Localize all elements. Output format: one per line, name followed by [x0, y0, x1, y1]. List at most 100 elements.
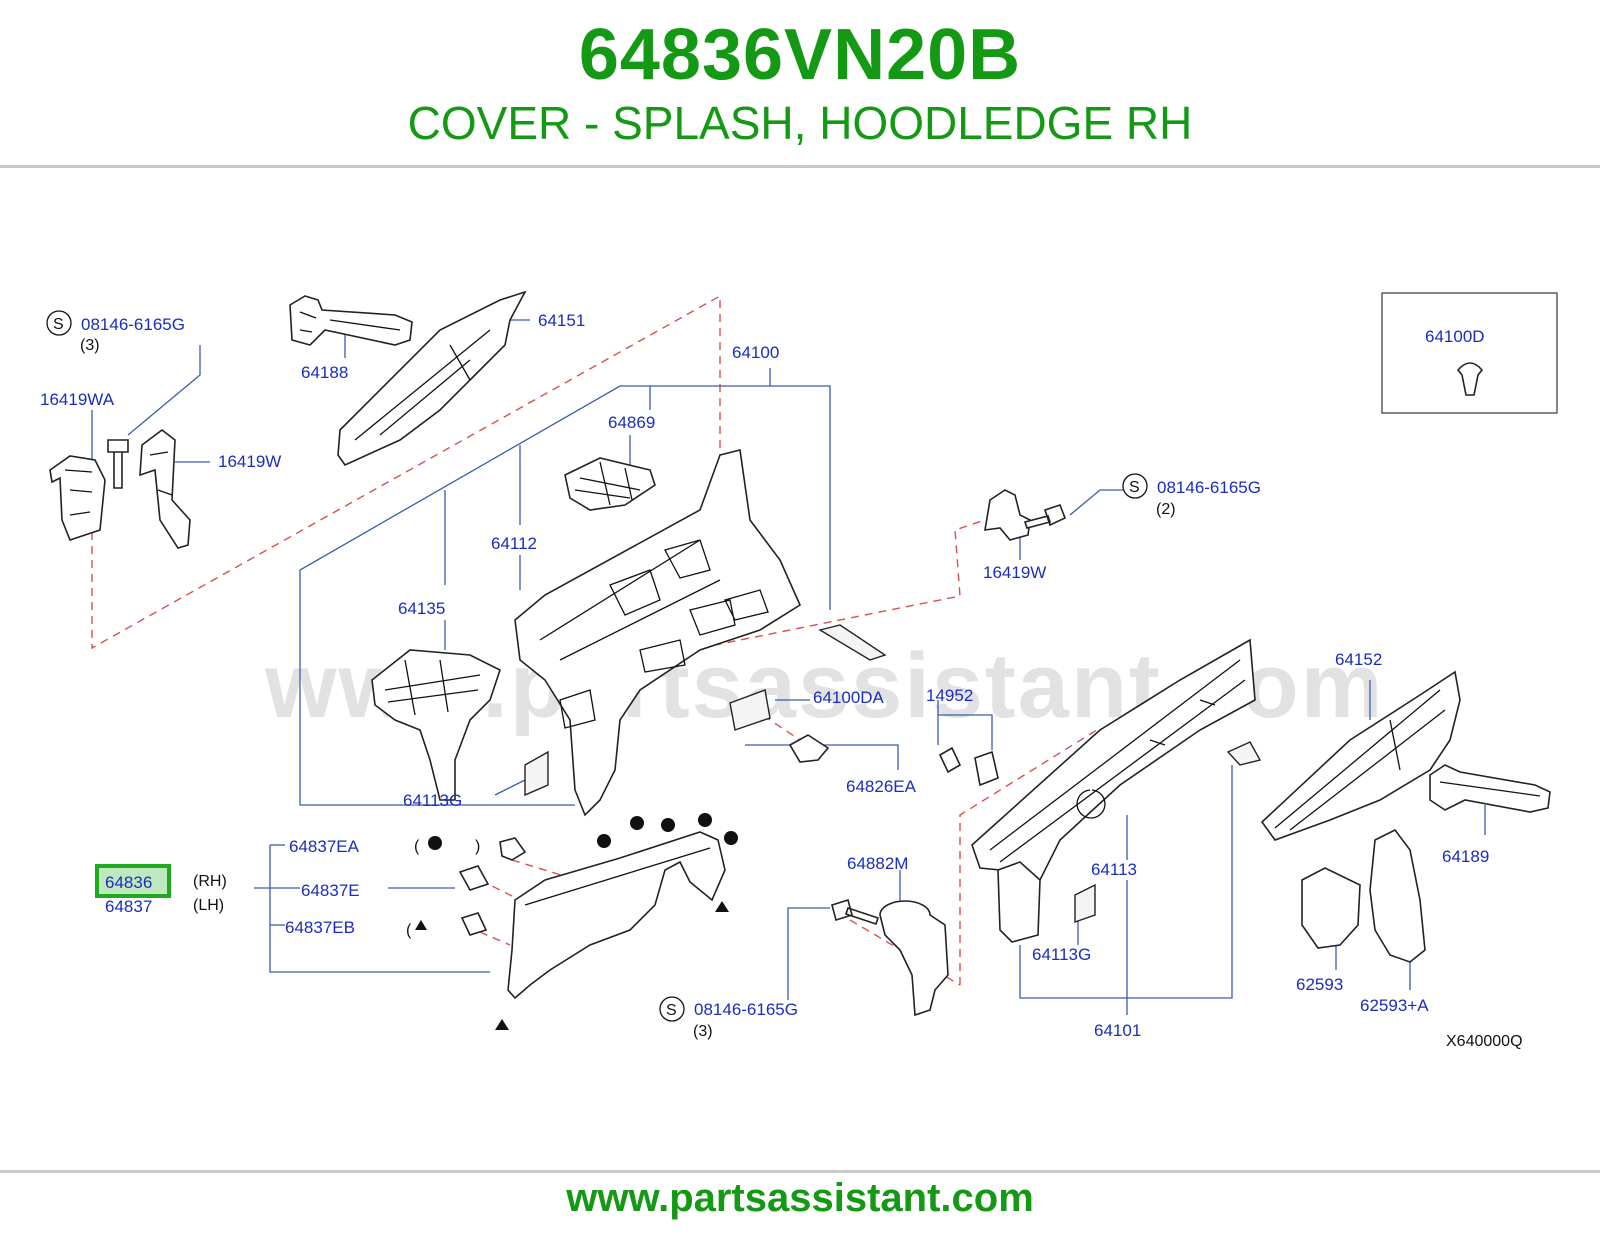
label-64152[interactable]: 64152 — [1335, 650, 1382, 669]
label-64101[interactable]: 64101 — [1094, 1021, 1141, 1040]
label-64836[interactable]: 64836 — [105, 873, 152, 892]
s-symbol-circle — [46, 310, 72, 336]
clip-64837EB[interactable] — [460, 912, 488, 936]
label-16419W-right[interactable]: 16419W — [983, 563, 1046, 582]
assembly-dash-line — [479, 931, 511, 946]
label-16419WA[interactable]: 16419WA — [40, 390, 115, 409]
label-64151[interactable]: 64151 — [538, 311, 585, 330]
part-64152-detail — [1274, 689, 1446, 831]
label-64100D[interactable]: 64100D — [1425, 327, 1485, 346]
clip-dot-marker — [698, 813, 712, 827]
clip-64837EA[interactable] — [499, 837, 527, 861]
part-62593A[interactable] — [1369, 828, 1426, 963]
bracket-64100 — [770, 385, 831, 610]
label-64188[interactable]: 64188 — [301, 363, 348, 382]
part-64100D[interactable] — [1456, 362, 1484, 396]
part-64135-detail — [384, 659, 481, 716]
part-64101[interactable] — [997, 861, 1041, 943]
part-64113[interactable] — [971, 638, 1256, 897]
part-64189-detail — [1439, 781, 1541, 797]
part-16419W-left[interactable] — [139, 428, 191, 549]
label-64837EA[interactable]: 64837EA — [289, 837, 360, 856]
part-64836-splash-cover[interactable] — [507, 831, 726, 1000]
label-64837[interactable]: 64837 — [105, 897, 152, 916]
label-64882M[interactable]: 64882M — [847, 854, 908, 873]
label-64837E[interactable]: 64837E — [301, 881, 360, 900]
part-62593[interactable] — [1301, 867, 1361, 949]
label-rh: (RH) — [193, 873, 227, 890]
assembly-dash-line — [699, 519, 986, 649]
s-symbol-circle — [659, 996, 685, 1022]
leader-line — [127, 345, 201, 436]
inset-box-64100D — [1381, 292, 1558, 414]
paren-close: ) — [475, 838, 480, 855]
bolt-08146-bottom[interactable] — [831, 898, 880, 926]
part-16419WA[interactable] — [49, 455, 106, 541]
part-16419W-left-detail — [149, 451, 173, 496]
leader-line — [494, 779, 526, 796]
part-64113G-right[interactable] — [1074, 883, 1096, 923]
part-64188[interactable] — [289, 295, 413, 346]
label-62593A[interactable]: 62593+A — [1360, 996, 1429, 1015]
s-symbol: S — [53, 316, 64, 333]
part-14952-b[interactable] — [974, 750, 999, 787]
part-64100DA[interactable] — [729, 689, 771, 731]
part-64135[interactable] — [371, 649, 501, 801]
part-64101-bracket[interactable] — [1226, 741, 1262, 766]
leader-line — [1069, 489, 1123, 516]
part-64826EA[interactable] — [788, 734, 830, 763]
clip-dot-marker — [661, 818, 675, 832]
leader-line — [787, 907, 830, 1000]
s-symbol: S — [1129, 479, 1140, 496]
label-08146-6165G-bottom[interactable]: 08146-6165G — [694, 1000, 798, 1019]
leader-line — [937, 700, 993, 750]
label-16419W-left[interactable]: 16419W — [218, 452, 281, 471]
part-description: COVER - SPLASH, HOODLEDGE RH — [407, 97, 1193, 149]
footer-url-link[interactable]: www.partsassistant.com — [566, 1176, 1034, 1220]
label-64100[interactable]: 64100 — [732, 343, 779, 362]
label-64113G-left[interactable]: 64113G — [403, 791, 462, 810]
triangle-marker — [495, 1019, 509, 1030]
label-64113[interactable]: 64113 — [1091, 860, 1137, 879]
bolt-08146-right[interactable] — [1023, 503, 1067, 529]
qty-08146-bottom: (3) — [693, 1023, 713, 1040]
part-number-title: 64836VN20B — [578, 15, 1022, 95]
part-64882M[interactable] — [879, 900, 949, 1017]
label-64826EA[interactable]: 64826EA — [846, 777, 917, 796]
label-lh: (LH) — [193, 897, 224, 914]
label-64869[interactable]: 64869 — [608, 413, 655, 432]
diagram-code: X640000Q — [1446, 1033, 1523, 1050]
part-64100-strip[interactable] — [818, 624, 887, 661]
clip-dot-marker — [724, 831, 738, 845]
clip-64837E[interactable] — [458, 865, 490, 891]
assembly-dash-line — [91, 294, 721, 650]
part-64100[interactable] — [514, 449, 802, 817]
clip-dot-marker — [597, 834, 611, 848]
label-08146-6165G-right[interactable]: 08146-6165G — [1157, 478, 1261, 497]
highlight-box-64836 — [95, 864, 171, 898]
label-14952[interactable]: 14952 — [926, 686, 973, 705]
label-64113G-right[interactable]: 64113G — [1032, 945, 1091, 964]
label-64112[interactable]: 64112 — [491, 534, 537, 553]
label-62593[interactable]: 62593 — [1296, 975, 1343, 994]
clip-dot-marker — [428, 836, 442, 850]
part-16419W-right[interactable] — [984, 489, 1031, 541]
bracket-64101 — [1019, 765, 1233, 999]
label-64100DA[interactable]: 64100DA — [813, 688, 885, 707]
part-64100-detail — [539, 539, 769, 729]
label-64135[interactable]: 64135 — [398, 599, 445, 618]
part-64113G-left[interactable] — [524, 750, 549, 797]
qty-08146-right: (2) — [1156, 501, 1176, 518]
bolt-08146-top[interactable] — [107, 439, 129, 489]
label-64189[interactable]: 64189 — [1442, 847, 1489, 866]
assembly-dash-line — [739, 699, 801, 741]
label-64837EB[interactable]: 64837EB — [285, 918, 355, 937]
s-symbol: S — [666, 1002, 677, 1019]
assembly-dash-line — [959, 727, 1101, 985]
label-08146-6165G-top[interactable]: 08146-6165G — [81, 315, 185, 334]
part-14952-a[interactable] — [938, 746, 962, 774]
part-16419WA-detail — [64, 469, 93, 516]
part-64113-detail — [989, 659, 1246, 863]
footer-divider — [0, 1170, 1600, 1173]
